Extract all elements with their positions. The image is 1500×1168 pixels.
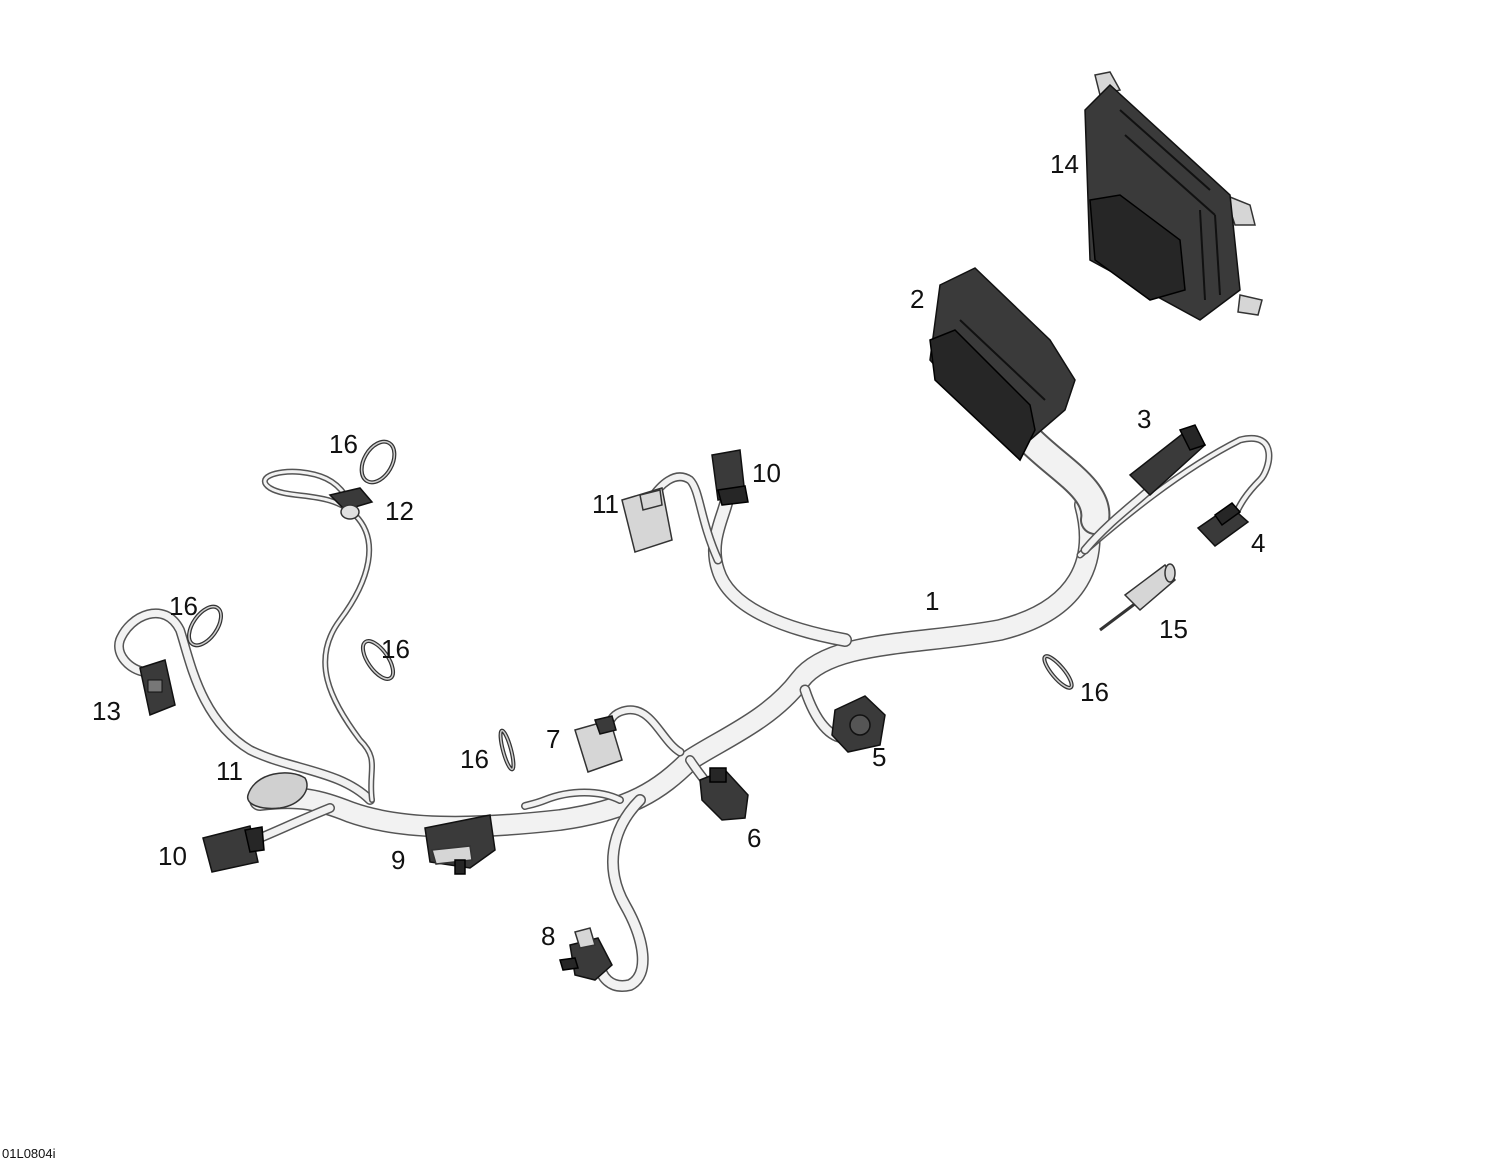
- main-harness-trunk: [249, 494, 1101, 838]
- connector-10-top: [711, 449, 749, 506]
- module-2: [929, 267, 1076, 462]
- connector-13: [139, 659, 176, 717]
- clamp-16-left: [187, 604, 223, 648]
- branch-to-connector-10-lower: [250, 803, 335, 845]
- branch-to-connector-12: [261, 468, 375, 803]
- callout-3: 3: [1137, 404, 1152, 434]
- connector-12: [328, 487, 374, 520]
- ecm-module-14: [1084, 71, 1263, 321]
- callout-8: 8: [541, 921, 556, 951]
- callout-2: 2: [910, 284, 925, 314]
- connector-9: [424, 814, 496, 875]
- callout-4: 4: [1251, 528, 1266, 558]
- drawing-reference-code: 01L0804i: [2, 1146, 56, 1161]
- branch-to-connector-13: [114, 608, 375, 805]
- connector-11-top: [621, 487, 673, 553]
- connector-6: [699, 767, 749, 821]
- callout-7: 7: [546, 724, 561, 754]
- callout-16-left: 16: [169, 591, 198, 621]
- callout-16-top: 16: [329, 429, 358, 459]
- callout-11-top: 11: [592, 489, 619, 519]
- clamp-16-top: [359, 439, 397, 485]
- callout-5: 5: [872, 742, 887, 772]
- callout-11-lower: 11: [216, 756, 243, 786]
- callout-10-lower: 10: [158, 841, 187, 871]
- connector-7: [574, 715, 623, 773]
- clamp-16-center: [498, 728, 516, 772]
- branch-to-connector-8: [594, 794, 649, 992]
- connector-4: [1196, 502, 1250, 547]
- callout-16-center: 16: [460, 744, 489, 774]
- callout-15: 15: [1159, 614, 1188, 644]
- clamp-16-middle-left: [360, 639, 396, 681]
- callout-9: 9: [391, 845, 406, 875]
- callout-6: 6: [747, 823, 762, 853]
- connector-5: [831, 695, 886, 753]
- callout-16-right: 16: [1080, 677, 1109, 707]
- clamp-16-right: [1042, 654, 1074, 690]
- fitting-15: [1099, 563, 1176, 632]
- callout-13: 13: [92, 696, 121, 726]
- connector-10-lower: [202, 825, 265, 873]
- callout-10-top: 10: [752, 458, 781, 488]
- callout-1: 1: [925, 586, 940, 616]
- callout-16-middle-left: 16: [381, 634, 410, 664]
- connector-11-lower: [247, 772, 308, 810]
- callout-12: 12: [385, 496, 414, 526]
- connector-8: [559, 927, 613, 981]
- callout-14: 14: [1050, 149, 1079, 179]
- connector-3: [1128, 424, 1207, 497]
- branch-to-module-2: [1015, 425, 1111, 535]
- branch-to-top-connectors: [645, 472, 852, 647]
